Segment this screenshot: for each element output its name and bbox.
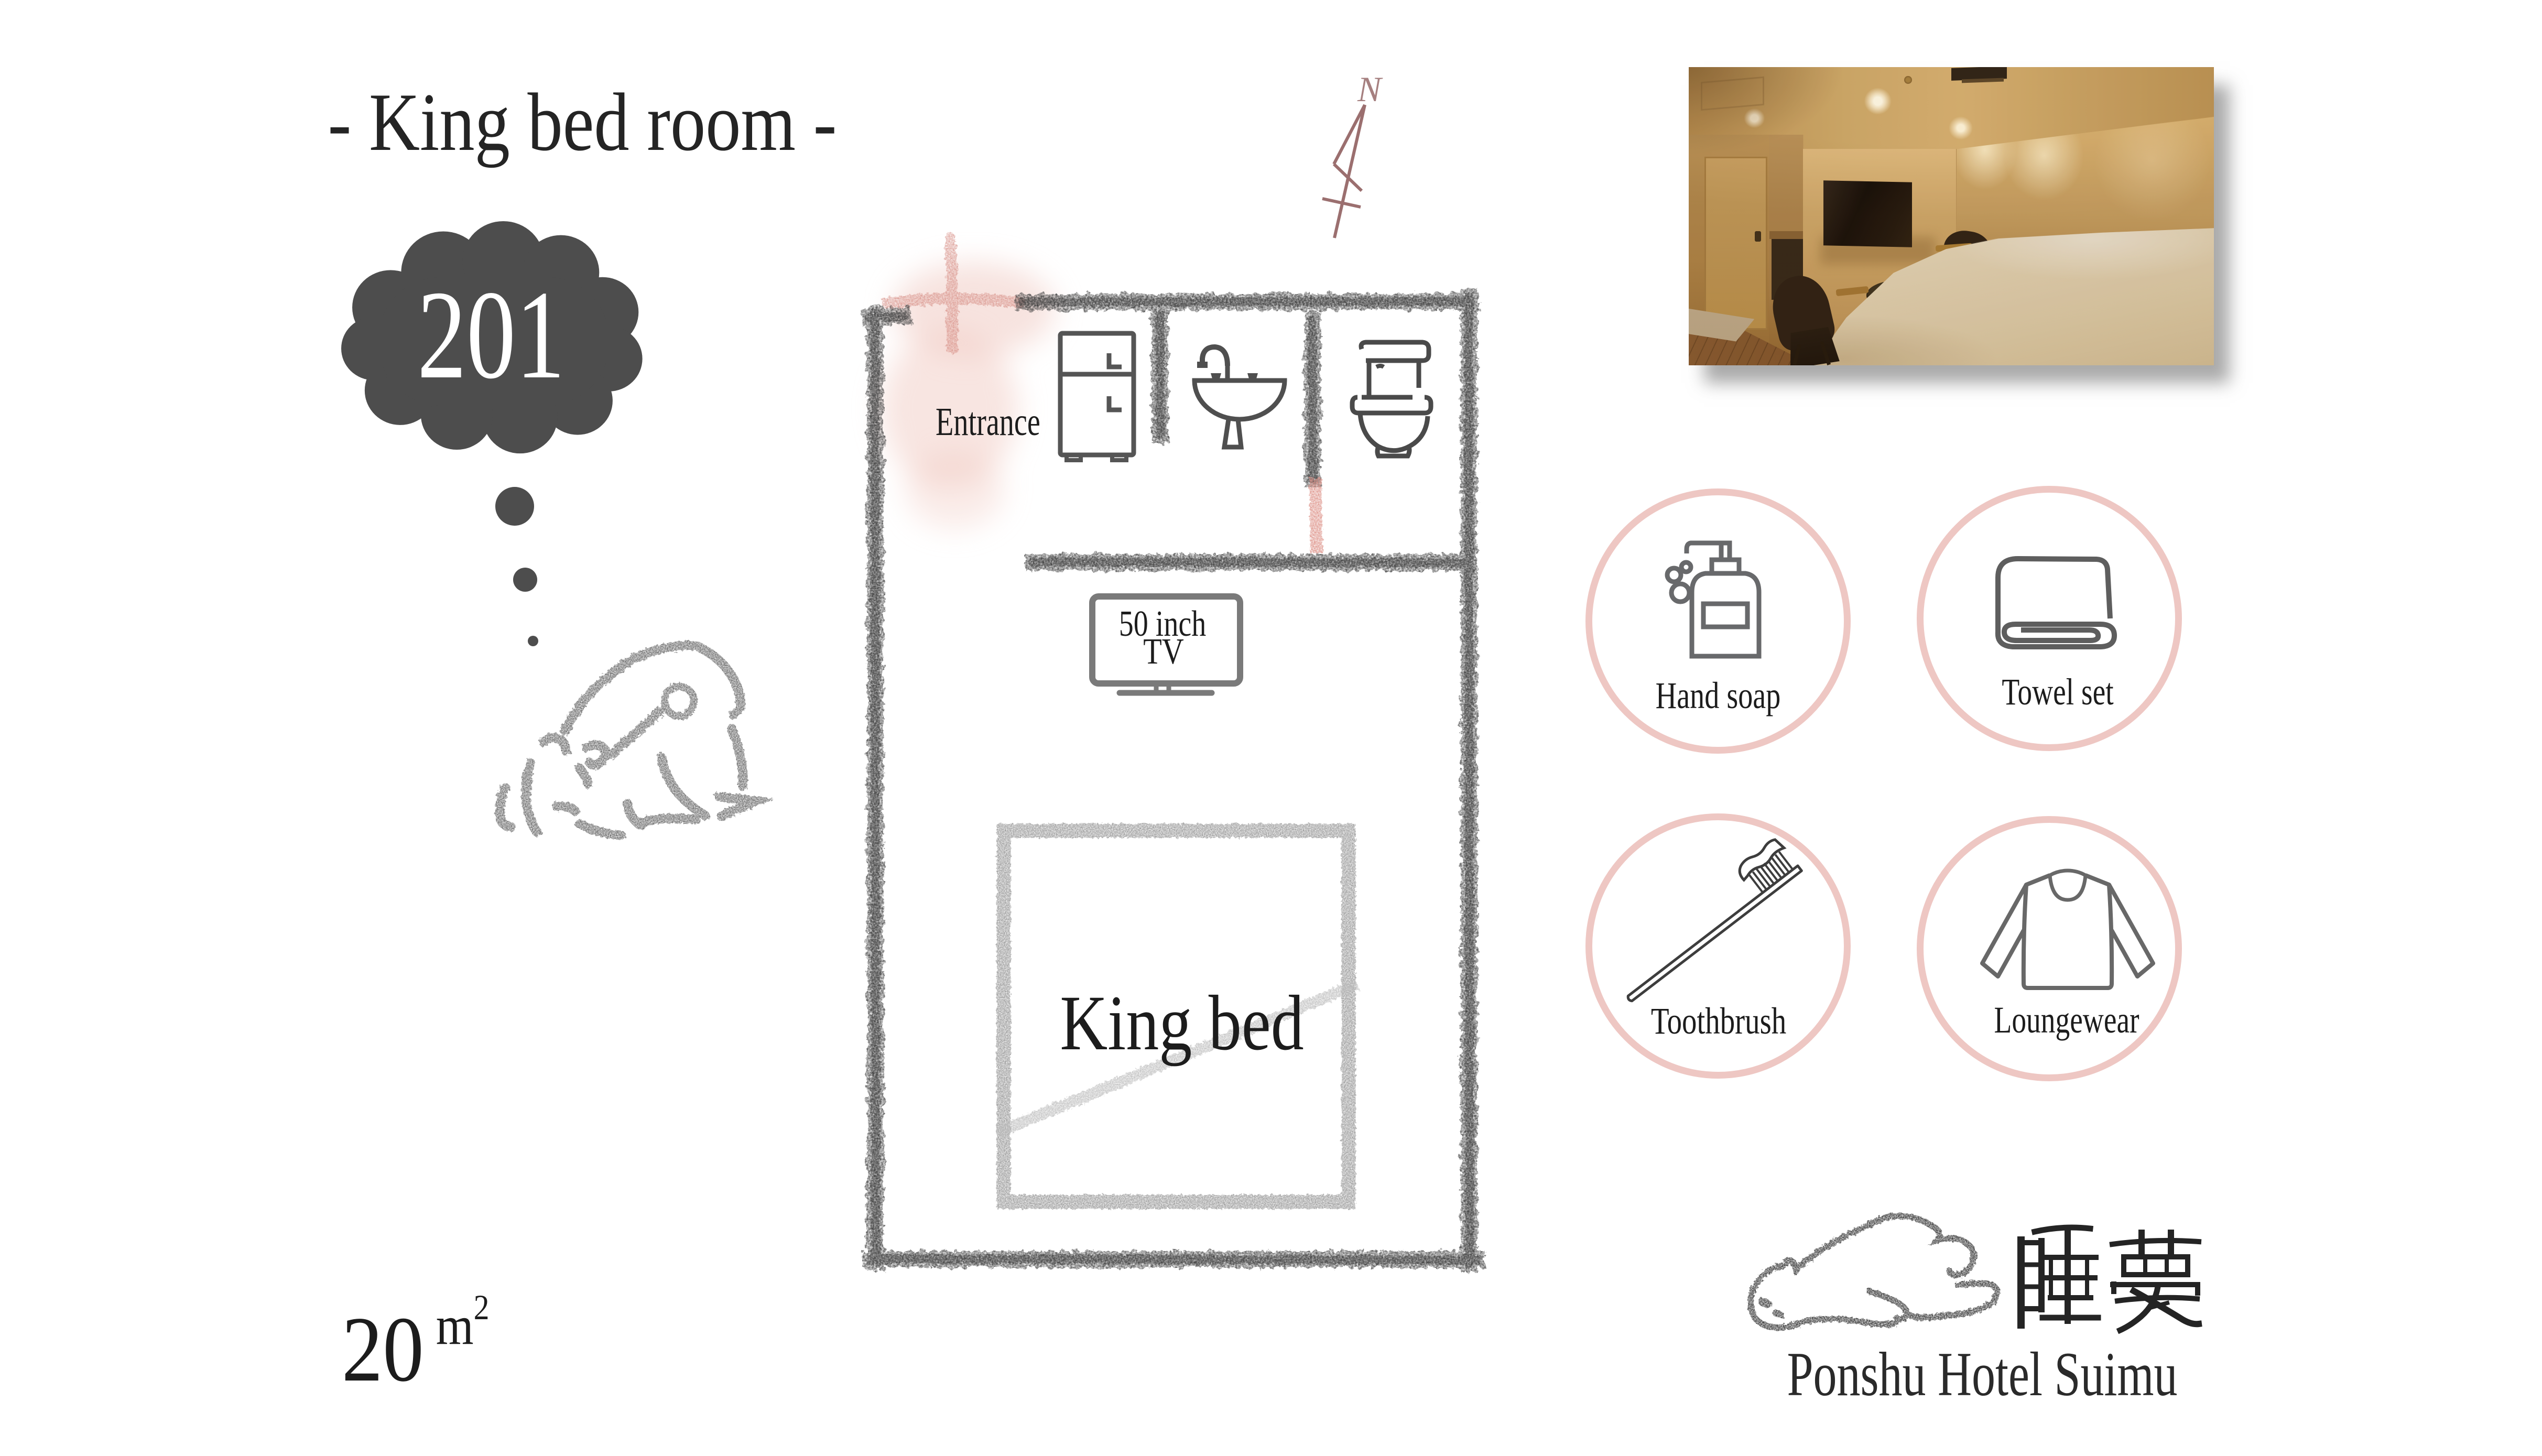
svg-text:201: 201 bbox=[417, 265, 565, 405]
svg-text:N: N bbox=[1357, 69, 1383, 109]
